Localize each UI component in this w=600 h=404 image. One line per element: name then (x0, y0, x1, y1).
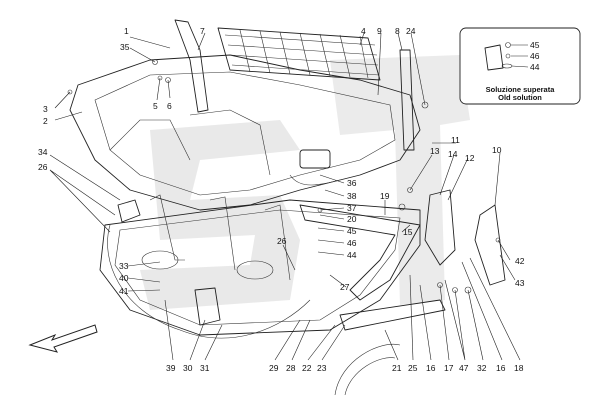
callout-4: 4 (361, 26, 366, 36)
watermark-logo (140, 55, 470, 310)
callout-42: 42 (515, 256, 525, 266)
callout-9: 9 (377, 26, 382, 36)
callout-8: 8 (395, 26, 400, 36)
right-bracket (424, 189, 506, 286)
inset-label-45: 45 (530, 40, 540, 50)
body-outline (334, 343, 401, 396)
callout-40: 40 (119, 273, 129, 283)
lower-frame (99, 194, 421, 336)
callout-16-right: 16 (496, 363, 506, 373)
inset-label-44: 44 (530, 62, 540, 72)
left-latch (117, 199, 141, 223)
callout-7: 7 (200, 26, 205, 36)
callout-35: 35 (120, 42, 130, 52)
front-trim-strip (299, 204, 446, 331)
callout-10: 10 (492, 145, 502, 155)
callout-15: 15 (403, 227, 413, 237)
callout-labels: 1 7 4 9 8 24 35 6 5 3 2 11 13 14 12 10 3… (38, 26, 525, 373)
callout-17: 17 (444, 363, 454, 373)
callout-33: 33 (119, 261, 129, 271)
callout-32: 32 (477, 363, 487, 373)
callout-3: 3 (43, 104, 48, 114)
callout-26-left: 26 (38, 162, 48, 172)
callout-12: 12 (465, 153, 475, 163)
callout-13: 13 (430, 146, 440, 156)
front-direction-arrow (28, 324, 98, 353)
callout-21: 21 (392, 363, 402, 373)
top-cover-panel (69, 54, 421, 211)
release-cable (107, 224, 311, 339)
callout-1: 1 (124, 26, 129, 36)
callout-25: 25 (408, 363, 418, 373)
callout-36: 36 (347, 178, 357, 188)
mesh-grille (217, 27, 381, 81)
callout-29: 29 (269, 363, 279, 373)
lower-latch (194, 287, 221, 326)
callout-43: 43 (515, 278, 525, 288)
vertical-rod (399, 49, 415, 151)
callout-28: 28 (286, 363, 296, 373)
callout-31: 31 (200, 363, 210, 373)
callout-2: 2 (43, 116, 48, 126)
fasteners (67, 59, 501, 294)
callout-37: 37 (347, 203, 357, 213)
inset-label-46: 46 (530, 51, 540, 61)
callout-38: 38 (347, 191, 357, 201)
inset-old-solution: 45 46 44 Soluzione superata Old solution (459, 27, 581, 105)
leader-lines (49, 32, 521, 361)
callout-26-center: 26 (277, 236, 287, 246)
callout-30: 30 (183, 363, 193, 373)
callout-18: 18 (514, 363, 524, 373)
callout-6: 6 (167, 101, 172, 111)
callout-23: 23 (317, 363, 327, 373)
callout-44: 44 (347, 250, 357, 260)
callout-24: 24 (406, 26, 416, 36)
inset-caption-line1: Soluzione superata (486, 85, 556, 94)
actuator-motor (289, 149, 341, 186)
callout-27: 27 (340, 282, 350, 292)
callout-20: 20 (347, 214, 357, 224)
callout-39: 39 (166, 363, 176, 373)
hinge-arm (174, 19, 209, 113)
callout-22: 22 (302, 363, 312, 373)
inset-caption-line2: Old solution (498, 93, 542, 102)
callout-47: 47 (459, 363, 469, 373)
callout-45: 45 (347, 226, 357, 236)
callout-41: 41 (119, 286, 129, 296)
callout-14: 14 (448, 149, 458, 159)
callout-16-left: 16 (426, 363, 436, 373)
callout-11: 11 (451, 135, 460, 145)
callout-46: 46 (347, 238, 357, 248)
callout-34: 34 (38, 147, 48, 157)
callout-5: 5 (153, 101, 158, 111)
callout-19: 19 (380, 191, 390, 201)
